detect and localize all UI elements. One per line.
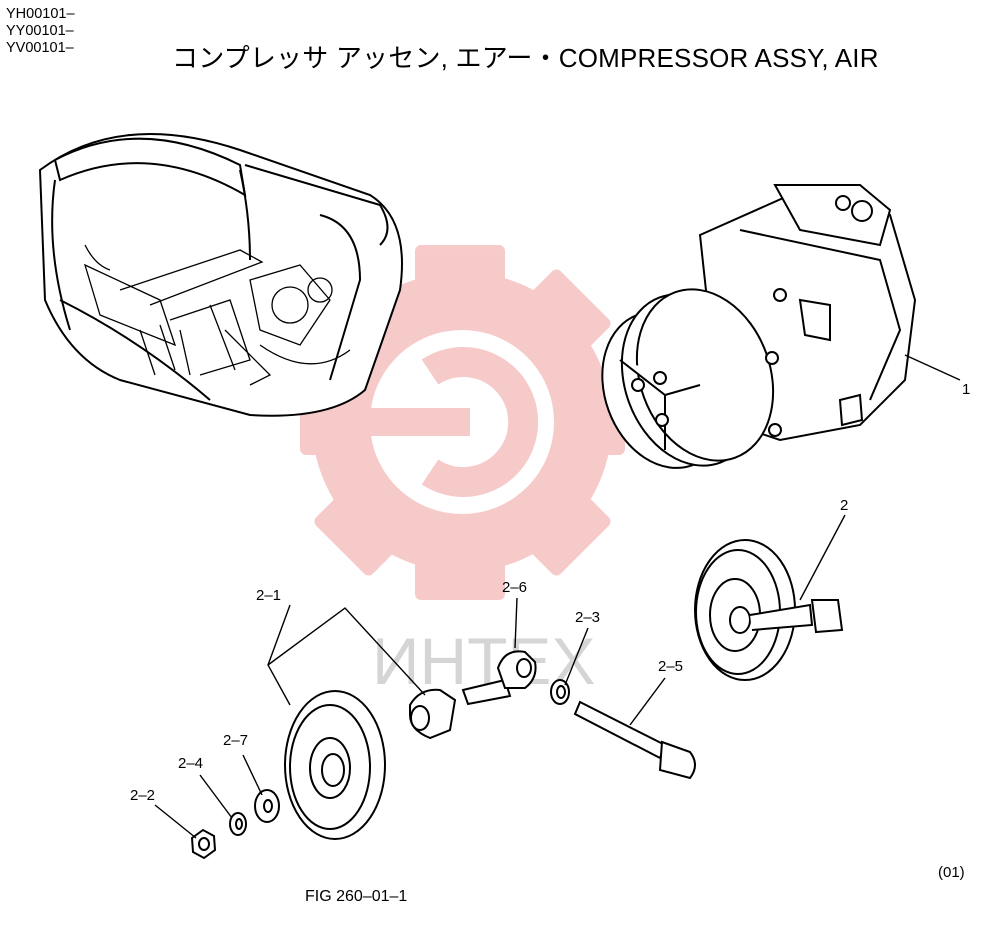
serial-number: YY00101– <box>6 23 74 39</box>
callout-part-2-5: 2–5 <box>658 658 683 675</box>
serial-number-list: YH00101– YY00101– YV00101– <box>6 6 75 57</box>
nut-2-2 <box>190 828 217 860</box>
callout-part-2-7: 2–7 <box>223 732 248 749</box>
page-code: (01) <box>938 864 965 881</box>
callout-part-2: 2 <box>840 497 848 514</box>
page-title: コンプレッサ アッセン, エアー・COMPRESSOR ASSY, AIR <box>172 43 879 73</box>
callout-part-2-2: 2–2 <box>130 787 155 804</box>
washer-2-7 <box>254 789 280 823</box>
compressor-body <box>601 184 917 469</box>
bolt-2-6 <box>461 650 537 706</box>
callout-part-1: 1 <box>962 381 970 398</box>
idler-pulley-assembly <box>694 539 844 681</box>
callout-part-2-6: 2–6 <box>502 579 527 596</box>
lock-washer-2-4 <box>229 812 247 836</box>
machine-cab-illustration <box>38 133 403 417</box>
bolt-2-5 <box>573 700 696 780</box>
figure-number: FIG 260–01–1 <box>305 888 408 905</box>
serial-number: YH00101– <box>6 6 75 22</box>
callout-part-2-3: 2–3 <box>575 609 600 626</box>
callout-part-2-4: 2–4 <box>178 755 203 772</box>
leader-lines <box>154 354 961 839</box>
callout-part-2-1: 2–1 <box>256 587 281 604</box>
serial-number: YV00101– <box>6 40 74 56</box>
pulley-2-1 <box>284 688 457 840</box>
washer-2-3 <box>550 679 570 705</box>
